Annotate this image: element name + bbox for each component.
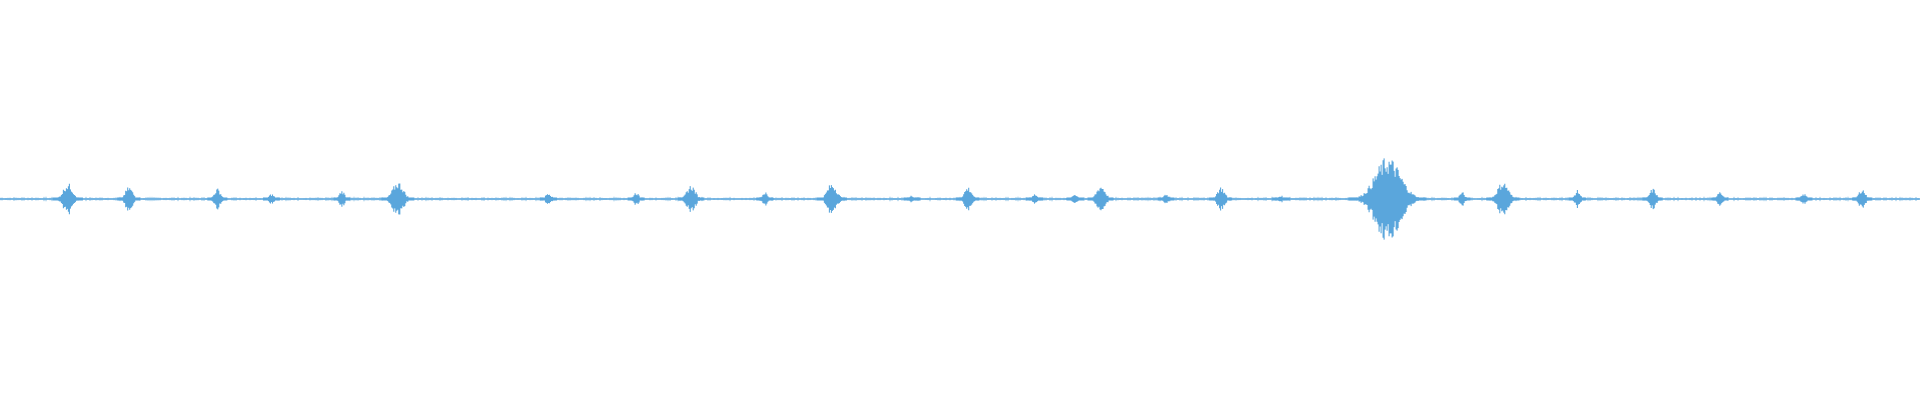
waveform-event-23 [1568, 190, 1586, 208]
waveform-event-4 [262, 194, 281, 204]
waveform-event-16 [1087, 187, 1114, 211]
waveform-event-12 [903, 195, 921, 203]
waveform-event-7 [539, 194, 558, 204]
waveform-event-10 [756, 192, 774, 206]
waveform-event-6 [381, 183, 415, 215]
waveform-event-2 [117, 187, 141, 211]
waveform-event-19 [1272, 195, 1290, 203]
waveform-event-8 [627, 193, 645, 205]
waveform-event-27 [1851, 190, 1872, 208]
waveform-event-21 [1453, 192, 1471, 206]
waveform-event-13 [956, 187, 980, 211]
waveform-event-15 [1066, 195, 1084, 203]
waveform-event-3 [207, 188, 228, 210]
waveform-event-9 [677, 186, 704, 212]
waveform-event-1 [52, 183, 83, 215]
waveform-event-20 [1348, 158, 1427, 240]
waveform-event-25 [1711, 192, 1729, 206]
waveform-event-24 [1642, 188, 1663, 210]
waveform-event-5 [333, 191, 351, 207]
waveform-event-18 [1209, 187, 1233, 211]
waveform-event-14 [1025, 194, 1044, 204]
waveform-group [0, 158, 1920, 240]
waveform-event-11 [816, 185, 847, 213]
waveform-event-22 [1486, 183, 1520, 215]
waveform-event-17 [1157, 194, 1175, 204]
waveform-event-26 [1795, 194, 1813, 204]
